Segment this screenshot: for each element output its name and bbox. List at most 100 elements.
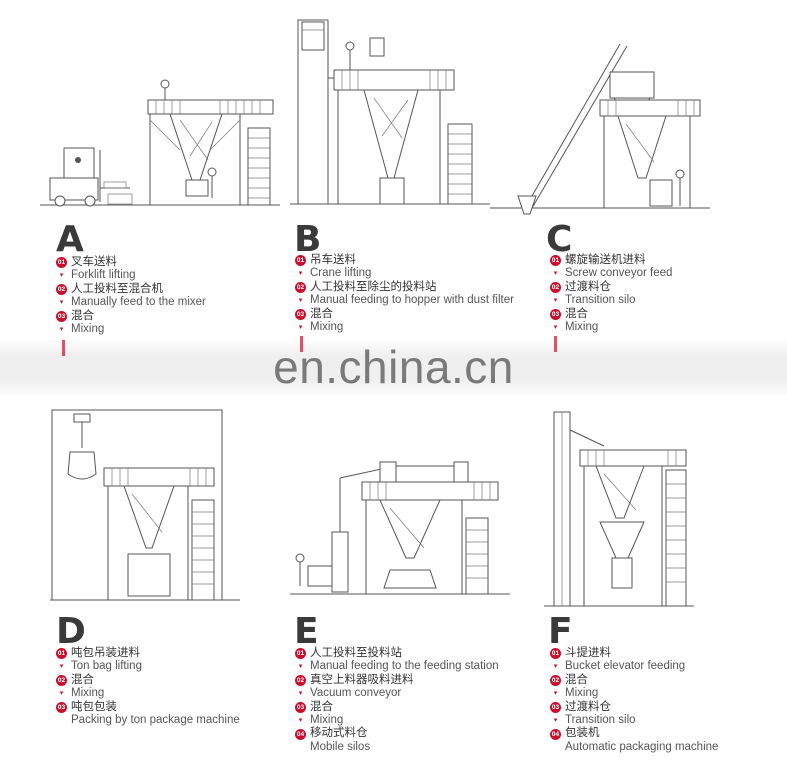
cropped-badge-mark: [300, 336, 303, 352]
step-number-badge: 03: [56, 310, 67, 322]
step-en: ▾Screw conveyor feed: [550, 267, 673, 280]
illustration-screw-conveyor: [490, 43, 710, 215]
step-en: ▾Manual feeding to hopper with dust filt…: [295, 294, 514, 307]
illustration-forklift-mixer: [40, 79, 280, 207]
illustration-ton-bag: [50, 409, 240, 601]
step-number-badge: 04: [295, 728, 306, 740]
step-number-badge: 03: [295, 308, 306, 320]
step-number-badge: 03: [550, 701, 561, 713]
step-en: ▾Bucket elevator feeding: [550, 660, 718, 673]
step-en: ▾Mixing: [295, 321, 514, 334]
watermark-text: en.china.cn: [273, 341, 514, 393]
arrow-icon: ▾: [59, 325, 64, 333]
step-en: Automatic packaging machine: [565, 740, 719, 753]
arrow-icon: ▾: [59, 663, 64, 671]
step-en: Mobile silos: [310, 740, 371, 753]
arrow-icon: ▾: [298, 323, 303, 331]
step-number-badge: 01: [295, 648, 306, 660]
step-en: ▾Mixing: [56, 323, 206, 336]
step-number-badge: 01: [550, 255, 561, 267]
cropped-badge-mark: [62, 340, 65, 356]
illustration-bucket-elevator: [544, 411, 694, 607]
step-number-badge: 03: [56, 701, 67, 713]
step-number-badge: 01: [56, 648, 67, 660]
step-number-badge: 02: [56, 283, 67, 295]
arrow-icon: ▾: [298, 690, 303, 698]
step-en: ▾Ton bag lifting: [56, 660, 240, 673]
step-number-badge: 04: [550, 728, 561, 740]
step-en: ▾Manual feeding to the feeding station: [295, 660, 499, 673]
ton-bag-icon: [67, 451, 97, 480]
step-en: ▾Crane lifting: [295, 267, 514, 280]
step-number-badge: 02: [550, 674, 561, 686]
panel-letter: D: [56, 611, 86, 652]
step-en: ▾Mixing: [295, 714, 499, 727]
watermark-band: [0, 338, 787, 398]
step-en: ▾Vacuum conveyor: [295, 687, 499, 700]
step-number-badge: 03: [550, 308, 561, 320]
arrow-icon: ▾: [298, 663, 303, 671]
step-en: ▾Transition silo: [550, 294, 672, 307]
illustration-crane-mixer: [290, 19, 490, 205]
step-number-badge: 01: [550, 648, 561, 660]
bucket-elevator-icon: [553, 411, 605, 607]
arrow-icon: ▾: [298, 716, 303, 724]
arrow-icon: ▾: [298, 297, 303, 305]
panel-letter: C: [546, 219, 573, 260]
step-number-badge: 03: [295, 701, 306, 713]
step-number-badge: 01: [56, 257, 67, 269]
panel-letter: F: [548, 611, 573, 652]
step-number-badge: 02: [550, 281, 561, 293]
step-en: ▾Mixing: [550, 687, 718, 700]
step-en: Packing by ton package machine: [71, 713, 240, 726]
step-number-badge: 02: [295, 281, 306, 293]
step-en: ▾Forklift lifting: [56, 269, 206, 282]
arrow-icon: ▾: [553, 663, 558, 671]
arrow-icon: ▾: [298, 270, 303, 278]
panel-letter: A: [56, 219, 84, 260]
step-number-badge: 01: [295, 255, 306, 267]
arrow-icon: ▾: [553, 690, 558, 698]
forklift-icon: [49, 147, 130, 207]
arrow-icon: ▾: [59, 299, 64, 307]
step-en: ▾Mixing: [550, 321, 672, 334]
step-en: ▾Manually feed to the mixer: [56, 296, 206, 309]
panel-letter: E: [294, 611, 319, 652]
step-en: ▾Transition silo: [550, 714, 718, 727]
arrow-icon: ▾: [553, 716, 558, 724]
arrow-icon: ▾: [59, 272, 64, 280]
arrow-icon: ▾: [553, 297, 558, 305]
illustration-vacuum-conveyor: [290, 461, 510, 595]
step-number-badge: 02: [56, 674, 67, 686]
arrow-icon: ▾: [59, 690, 64, 698]
arrow-icon: ▾: [553, 323, 558, 331]
step-en: ▾Mixing: [56, 687, 240, 700]
screw-conveyor-icon: [517, 43, 628, 215]
